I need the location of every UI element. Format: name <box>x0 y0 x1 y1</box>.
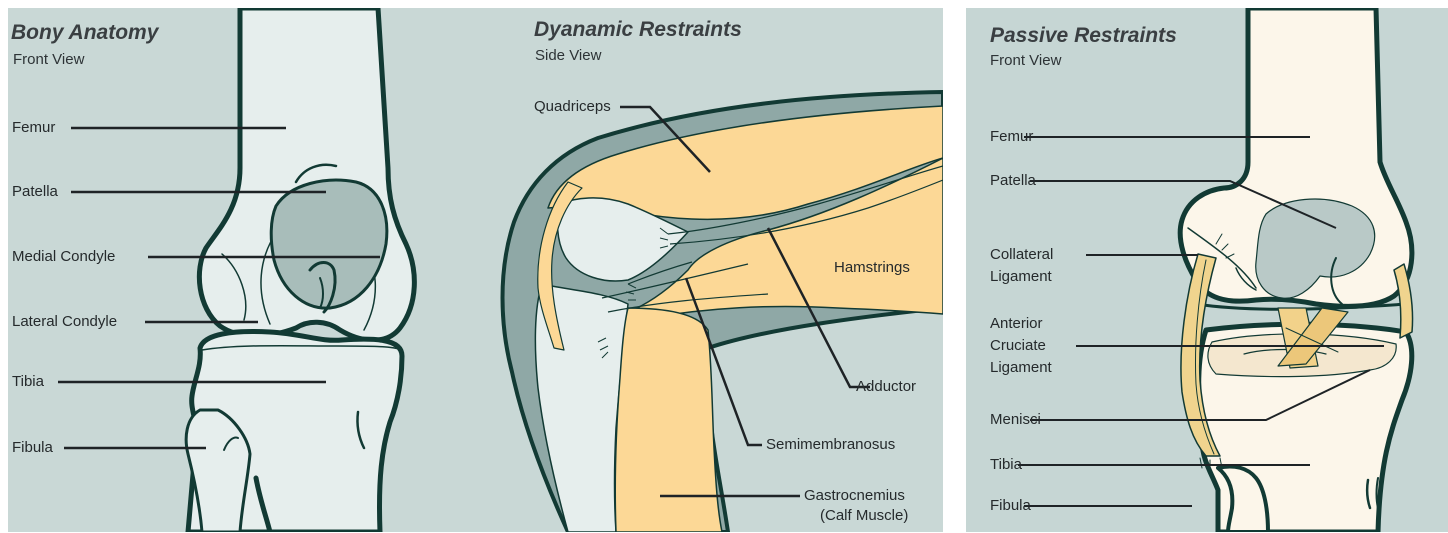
label-quadriceps: Quadriceps <box>534 97 611 117</box>
gastrocnemius-muscle <box>615 308 722 532</box>
label-lateral-condyle: Lateral Condyle <box>12 312 117 332</box>
label-femur: Femur <box>12 118 55 138</box>
dynamic-restraints-title: Dyanamic Restraints <box>534 18 742 42</box>
passive-restraints-drawing <box>1180 8 1412 532</box>
label-cruciate: Cruciate <box>990 336 1046 356</box>
label-anterior: Anterior <box>990 314 1043 334</box>
label-fibula: Fibula <box>12 438 53 458</box>
anatomy-panel-left: Bony Anatomy Front View Femur Patella Me… <box>8 8 943 532</box>
label-cruciate-ligament: Ligament <box>990 358 1052 378</box>
bony-anatomy-subtitle: Front View <box>13 51 84 68</box>
passive-restraints-subtitle: Front View <box>990 52 1061 69</box>
label-patella: Patella <box>12 182 58 202</box>
passive-restraints-title: Passive Restraints <box>990 24 1177 48</box>
bony-anatomy-title: Bony Anatomy <box>11 21 158 45</box>
anatomy-panel-right: Passive Restraints Front View Femur Pate… <box>966 8 1448 532</box>
label-femur-passive: Femur <box>990 127 1033 147</box>
label-tibia-passive: Tibia <box>990 455 1022 475</box>
label-collateral-ligament: Ligament <box>990 267 1052 287</box>
label-fibula-passive: Fibula <box>990 496 1031 516</box>
label-semimembranosus: Semimembranosus <box>766 435 895 455</box>
dynamic-restraints-subtitle: Side View <box>535 47 601 64</box>
label-calf-muscle: (Calf Muscle) <box>820 506 908 526</box>
dynamic-restraints-drawing <box>503 92 944 532</box>
label-adductor: Adductor <box>856 377 916 397</box>
label-medial-condyle: Medial Condyle <box>12 247 115 267</box>
label-patella-passive: Patella <box>990 171 1036 191</box>
label-gastrocnemius: Gastrocnemius <box>804 486 905 506</box>
label-menisci: Menisci <box>990 410 1041 430</box>
label-hamstrings: Hamstrings <box>834 258 910 278</box>
bony-anatomy-drawing <box>186 8 414 532</box>
label-collateral: Collateral <box>990 245 1053 265</box>
label-tibia: Tibia <box>12 372 44 392</box>
